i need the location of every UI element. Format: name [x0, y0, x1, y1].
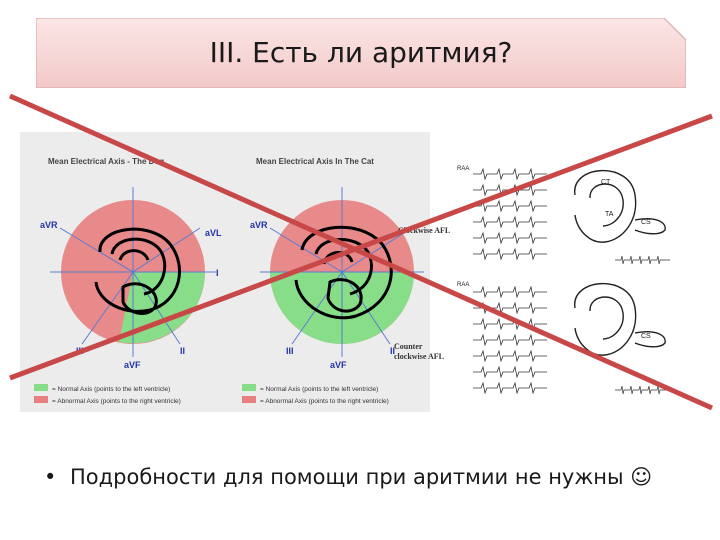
- bullet-marker: •: [44, 465, 57, 489]
- ecg-figure: A B RAA RAA CT TA CS: [398, 160, 720, 410]
- dog-ii-label: II: [180, 346, 185, 356]
- cs-label-b: CS: [641, 333, 651, 340]
- dog-legend-normal: = Normal Axis (points to the left ventri…: [52, 386, 170, 393]
- axis-diagrams: Mean Electrical Axis - The Dog Mean Elec…: [20, 132, 430, 412]
- bullet-text: Подробности для помощи при аритмии не ну…: [70, 465, 653, 489]
- raa-label-a: RAA: [457, 166, 469, 172]
- ct-label: CT: [601, 179, 611, 186]
- raa-label-b: RAA: [457, 282, 469, 288]
- cs-label-a: CS: [641, 219, 651, 226]
- axis-figure: Mean Electrical Axis - The Dog Mean Elec…: [20, 132, 430, 412]
- dog-i-label: I: [216, 268, 219, 278]
- cat-avr-label: aVR: [250, 220, 268, 230]
- slide-title: III. Есть ли аритмия?: [209, 36, 513, 69]
- heart-diagram-a: [574, 169, 666, 243]
- cat-legend-normal: = Normal Axis (points to the left ventri…: [260, 386, 378, 393]
- cat-avf-label: aVF: [330, 360, 347, 370]
- heart-diagram-b: [574, 282, 666, 356]
- clockwise-afl-label: Clockwise AFL: [398, 226, 451, 235]
- counterclockwise-afl-label: Counter clockwise AFL: [394, 342, 444, 361]
- ta-label: TA: [605, 211, 614, 218]
- cat-title: Mean Electrical Axis In The Cat: [256, 157, 374, 166]
- dog-avf-label: aVF: [124, 360, 141, 370]
- dog-avl-label: aVL: [205, 228, 222, 238]
- dog-avr-label: aVR: [40, 220, 58, 230]
- ecg-tracings: A B RAA RAA CT TA CS: [398, 163, 670, 395]
- dog-legend-abnormal: = Abnormal Axis (points to the right ven…: [52, 398, 181, 405]
- dog-iii-label: III: [76, 346, 84, 356]
- cat-legend-abnormal: = Abnormal Axis (points to the right ven…: [260, 398, 389, 405]
- dog-title: Mean Electrical Axis - The Dog: [48, 157, 164, 166]
- cat-iii-label: III: [286, 346, 294, 356]
- title-banner: [36, 18, 686, 88]
